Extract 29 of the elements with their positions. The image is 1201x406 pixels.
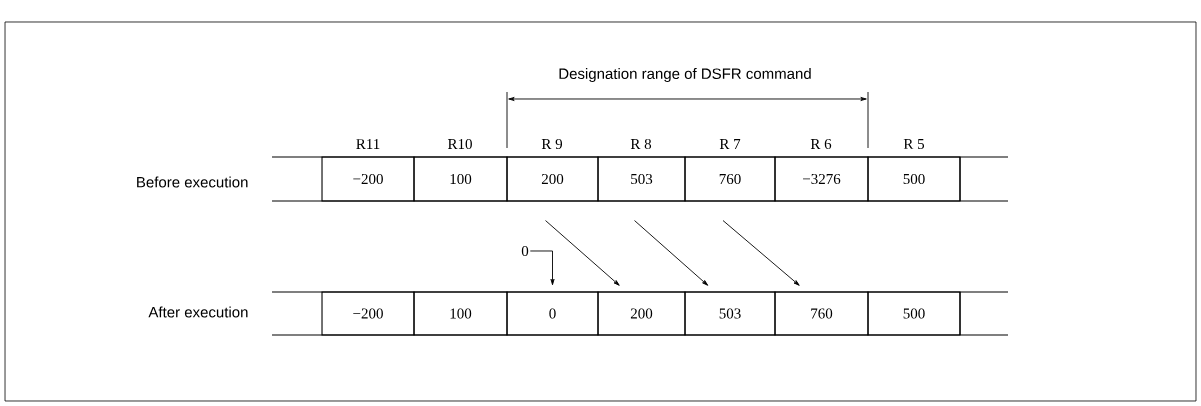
register-cell: 100 [413, 156, 508, 202]
register-cell: −3276 [774, 156, 869, 202]
arrow [722, 220, 800, 286]
range-title: Designation range of DSFR command [559, 68, 811, 82]
row-label: After execution [148, 306, 248, 318]
register-cell: −200 [321, 291, 415, 336]
register-cell: 200 [506, 156, 599, 202]
register-name: R 6 [810, 138, 832, 150]
row-label: Before execution [137, 176, 248, 188]
register-cell: −200 [321, 156, 415, 202]
register-cell: 503 [597, 156, 686, 202]
register-name: R11 [356, 139, 380, 149]
register-name: R10 [447, 138, 472, 150]
register-cell: 0 [506, 291, 599, 336]
register-cell: 760 [774, 291, 869, 336]
register-cell: 503 [684, 291, 776, 336]
arrow [545, 220, 620, 286]
register-name: R 7 [719, 139, 741, 149]
input-value: 0 [521, 245, 529, 257]
arrow [529, 250, 555, 286]
register-cell: 100 [413, 291, 508, 336]
register-name: R 5 [903, 139, 925, 149]
register-cell: 500 [867, 156, 961, 202]
register-cell: 500 [867, 291, 961, 336]
register-cell: 760 [684, 156, 776, 202]
register-cell: 200 [597, 291, 686, 336]
arrow [634, 220, 709, 286]
register-name: R 9 [541, 138, 562, 150]
register-name: R 8 [630, 138, 652, 150]
